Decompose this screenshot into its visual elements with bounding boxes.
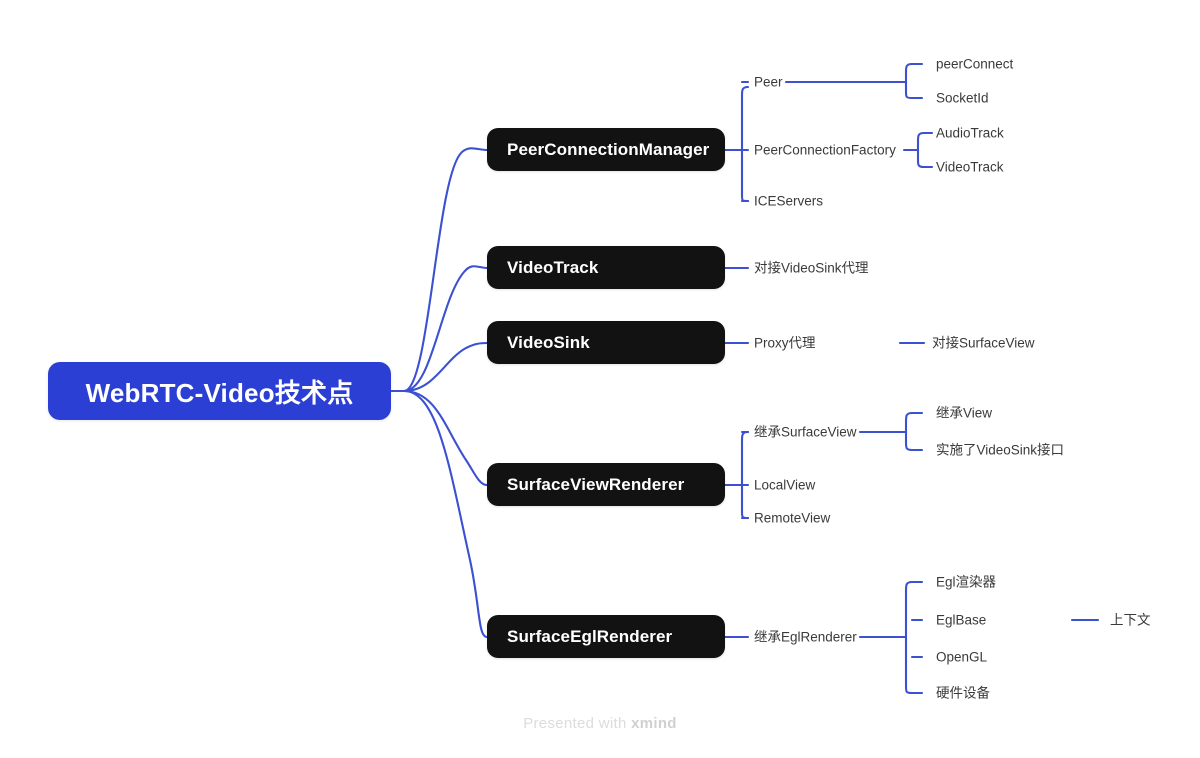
topic-videotrack[interactable]: VideoTrack [487, 246, 725, 289]
leaf-peerconnect[interactable]: peerConnect [936, 56, 1014, 72]
leaf-extends-eglrenderer[interactable]: 继承EglRenderer [754, 629, 857, 645]
leaf-videotrack-sub[interactable]: VideoTrack [936, 159, 1004, 175]
leaf-extends-view[interactable]: 继承View [936, 405, 993, 421]
topic-label: VideoTrack [507, 257, 599, 277]
leaf-proxy-agent[interactable]: Proxy代理 [754, 335, 816, 351]
leaf-implements-videosink[interactable]: 实施了VideoSink接口 [936, 442, 1065, 458]
xmind-watermark: Presented with xmind [0, 715, 1200, 732]
leaf-egl-renderer[interactable]: Egl渲染器 [936, 574, 997, 590]
topic-surfaceeglrenderer[interactable]: SurfaceEglRenderer [487, 615, 725, 658]
leaf-videosink-proxy-link[interactable]: 对接VideoSink代理 [754, 260, 869, 276]
leaf-socketid[interactable]: SocketId [936, 90, 989, 106]
leaf-audiotrack[interactable]: AudioTrack [936, 125, 1004, 141]
leaf-peerconnectionfactory[interactable]: PeerConnectionFactory [754, 142, 896, 158]
topic-label: PeerConnectionManager [507, 139, 710, 159]
watermark-prefix: Presented with [523, 715, 627, 732]
topic-label: SurfaceEglRenderer [507, 626, 673, 646]
leaf-eglbase[interactable]: EglBase [936, 612, 987, 628]
leaf-localview[interactable]: LocalView [754, 477, 816, 493]
leaf-remoteview[interactable]: RemoteView [754, 510, 831, 526]
leaf-extends-surfaceview[interactable]: 继承SurfaceView [754, 424, 857, 440]
leaf-hardware-device[interactable]: 硬件设备 [936, 685, 990, 701]
root-node[interactable]: WebRTC-Video技术点 [48, 362, 391, 420]
leaf-connect-surfaceview[interactable]: 对接SurfaceView [932, 335, 1035, 351]
topic-label: SurfaceViewRenderer [507, 474, 685, 494]
leaf-opengl[interactable]: OpenGL [936, 649, 988, 665]
leaf-peer[interactable]: Peer [754, 74, 783, 90]
leaf-context[interactable]: 上下文 [1110, 612, 1151, 628]
root-node-label: WebRTC-Video技术点 [85, 377, 354, 408]
topic-surfaceviewrenderer[interactable]: SurfaceViewRenderer [487, 463, 725, 506]
topic-peerconnectionmanager[interactable]: PeerConnectionManager [487, 128, 725, 171]
leaf-iceservers[interactable]: ICEServers [754, 193, 824, 209]
watermark-brand: xmind [631, 715, 677, 732]
topic-videosink[interactable]: VideoSink [487, 321, 725, 364]
topic-label: VideoSink [507, 332, 590, 352]
